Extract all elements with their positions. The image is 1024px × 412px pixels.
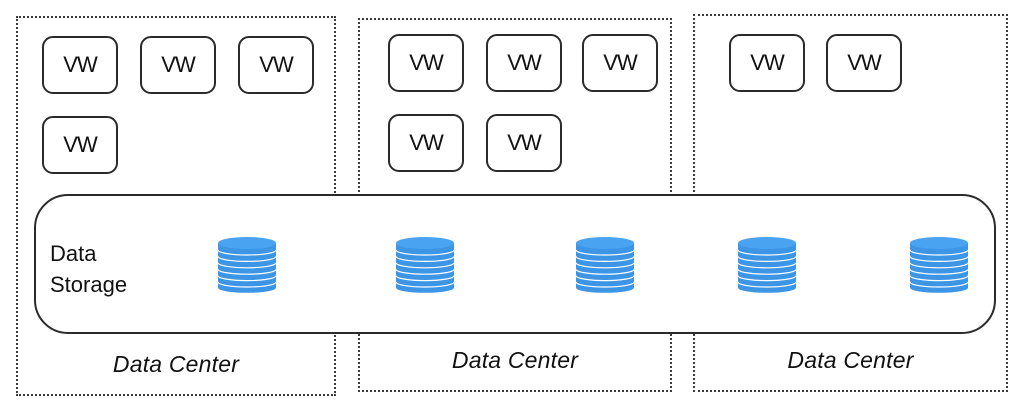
vw-node: VW bbox=[486, 34, 562, 92]
data-center-1: VW VW VW VW Data Center bbox=[16, 16, 336, 396]
vw-node: VW bbox=[42, 116, 118, 174]
database-icon bbox=[217, 237, 277, 294]
vw-node: VW bbox=[582, 34, 658, 92]
vw-node: VW bbox=[388, 114, 464, 172]
database-icon bbox=[575, 237, 635, 294]
vw-node: VW bbox=[826, 34, 902, 92]
vw-node: VW bbox=[388, 34, 464, 92]
data-center-label: Data Center bbox=[451, 347, 579, 373]
data-center-label: Data Center bbox=[112, 351, 240, 377]
data-storage-label-line1: Data bbox=[50, 241, 97, 266]
data-center-2: VW VW VW VW VW Data Center bbox=[358, 18, 672, 392]
data-center-3: VW VW Data Center bbox=[693, 14, 1008, 392]
database-icon bbox=[737, 237, 797, 294]
vw-node: VW bbox=[729, 34, 805, 92]
vw-node: VW bbox=[140, 36, 216, 94]
database-icon bbox=[395, 237, 455, 294]
data-storage-label: Data Storage bbox=[50, 238, 127, 300]
vw-node: VW bbox=[238, 36, 314, 94]
database-icon bbox=[909, 237, 969, 294]
data-storage-box: Data Storage bbox=[34, 194, 996, 334]
vw-node: VW bbox=[486, 114, 562, 172]
vw-node: VW bbox=[42, 36, 118, 94]
data-storage-label-line2: Storage bbox=[50, 272, 128, 297]
data-center-label: Data Center bbox=[787, 347, 914, 373]
